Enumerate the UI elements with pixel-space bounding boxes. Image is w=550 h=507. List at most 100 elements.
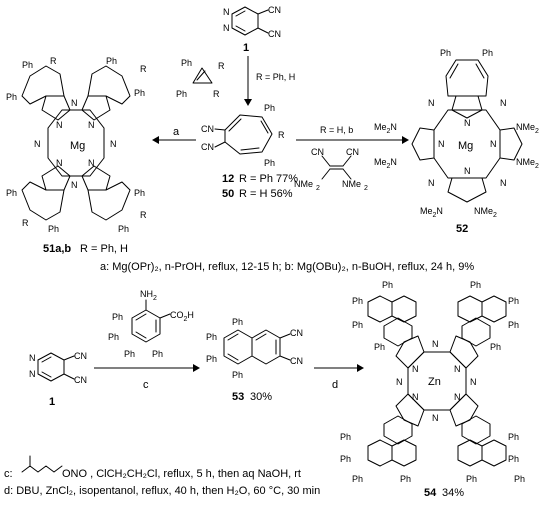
- ph-label: Ph: [206, 332, 217, 342]
- cyclopropene-reagent: Ph Ph R R: [176, 58, 225, 99]
- compound-label: 54: [424, 487, 437, 499]
- conditions-cd: c: ONO , ClCH₂CH₂Cl, reflux, 5 h, then a…: [4, 455, 320, 497]
- n-label: N: [490, 139, 497, 149]
- nme2-label: NMe2: [474, 206, 497, 219]
- n-label: N: [110, 139, 117, 149]
- ph-label: Ph: [152, 349, 163, 359]
- cn-label: CN: [74, 375, 87, 385]
- ph-label: Ph: [134, 188, 145, 198]
- arrow-condition: R = H, b: [320, 125, 353, 135]
- ph-label: Ph: [176, 89, 187, 99]
- ph-label: Ph: [374, 342, 385, 352]
- ph-label: Ph: [264, 158, 275, 168]
- n-label: N: [88, 158, 95, 168]
- ph-label: Ph: [232, 317, 243, 327]
- compound-label: 53: [232, 391, 244, 403]
- compound-53: CN CN Ph Ph Ph Ph 53 30%: [206, 317, 303, 403]
- r-label: R: [50, 56, 57, 66]
- nme2-label: NMe2: [516, 122, 539, 135]
- compound-label: 1: [49, 396, 55, 408]
- cn-label: CN: [201, 142, 214, 152]
- ph-label: Ph: [482, 48, 493, 58]
- ph-label: Ph: [206, 354, 217, 364]
- cn-label: CN: [290, 328, 303, 338]
- cn-label: CN: [201, 124, 214, 134]
- n-label: N: [464, 166, 471, 176]
- arrow-letter: a: [173, 126, 180, 138]
- arrow-d: d: [314, 364, 364, 391]
- r-label: R: [213, 89, 220, 99]
- ph-label: Ph: [108, 332, 119, 342]
- compound-12-50: CN CN Ph Ph R 12 R = Ph 77% 50 R = H 56%: [201, 103, 298, 200]
- nme2-label: Me2N: [374, 122, 397, 135]
- nme2-label: NMe: [342, 179, 361, 189]
- ph-label: Ph: [124, 349, 135, 359]
- n-label: N: [454, 392, 461, 402]
- n-label: N: [432, 339, 439, 349]
- ph-label: Ph: [6, 92, 17, 102]
- n-label: N: [428, 98, 435, 108]
- nme2-label: Me2N: [374, 157, 397, 170]
- compound-r-text: R = Ph 77%: [239, 173, 298, 185]
- arrow-down-top: R = Ph, H: [244, 56, 295, 106]
- ph-label: Ph: [22, 60, 33, 70]
- n-label: N: [396, 377, 403, 387]
- n-label: N: [500, 98, 507, 108]
- ph-label: Ph: [352, 296, 363, 306]
- aminoacid-reagent: NH2 CO2H Ph Ph Ph Ph: [108, 289, 194, 359]
- conditions-ab: a: Mg(OPr)₂, n-PrOH, reflux, 12-15 h; b:…: [100, 261, 474, 273]
- compound-1-top: N N CN CN 1: [223, 5, 281, 54]
- compound-51: Mg N N N N N N N N Ph Ph R Ph Ph R Ph R …: [6, 56, 147, 255]
- ph-label: Ph: [112, 312, 123, 322]
- condition-d-text: d: DBU, ZnCl₂, isopentanol, reflux, 40 h…: [4, 485, 320, 497]
- cn-label: CN: [268, 5, 281, 15]
- compound-yield: 30%: [250, 391, 272, 403]
- arrow-condition: R = Ph, H: [256, 72, 295, 82]
- r-label: R: [140, 210, 147, 220]
- ph-label: Ph: [181, 58, 192, 68]
- ph-label: Ph: [340, 454, 351, 464]
- metal-center: Mg: [70, 140, 85, 152]
- compound-label: 51a,b: [43, 243, 71, 255]
- n-label: N: [88, 120, 95, 130]
- ph-label: Ph: [352, 474, 363, 484]
- ph-label: Ph: [470, 280, 481, 290]
- diamine-reagent: CN CN NMe 2 NMe 2: [294, 147, 368, 192]
- arrow-c: c: [94, 364, 200, 391]
- ph-label: Ph: [508, 320, 519, 330]
- cn-label: CN: [311, 147, 324, 157]
- n-label: N: [432, 413, 439, 423]
- compound-52: Mg Ph Ph N N N N N N N N Me2N Me2N NMe2 …: [374, 48, 539, 235]
- ph-label: Ph: [134, 88, 145, 98]
- n-label: N: [464, 118, 471, 128]
- ph-label: Ph: [508, 296, 519, 306]
- n-label: N: [500, 178, 507, 188]
- n-label: N: [71, 98, 78, 108]
- condition-c-label: c:: [4, 468, 13, 480]
- ph-label: Ph: [106, 56, 117, 66]
- ph-label: Ph: [264, 103, 275, 113]
- r-label: R: [278, 130, 285, 140]
- metal-center: Zn: [428, 376, 441, 388]
- ph-label: Ph: [382, 280, 393, 290]
- compound-1-bottom: N N CN CN 1: [29, 351, 87, 408]
- ph-label: Ph: [508, 432, 519, 442]
- subscript: 2: [364, 185, 368, 192]
- ph-label: Ph: [118, 224, 129, 234]
- r-label: R: [22, 218, 29, 228]
- n-label: N: [412, 392, 419, 402]
- arrow-letter: c: [143, 379, 149, 391]
- n-label: N: [34, 139, 41, 149]
- ph-label: Ph: [352, 320, 363, 330]
- nme2-label: Me2N: [420, 206, 443, 219]
- compound-r-text: R = Ph, H: [80, 243, 128, 255]
- co2h-label: CO2H: [170, 310, 194, 323]
- n-label: N: [56, 158, 63, 168]
- r-label: R: [218, 61, 225, 71]
- ph-label: Ph: [232, 370, 243, 380]
- cn-label: CN: [268, 29, 281, 39]
- cn-label: CN: [290, 356, 303, 366]
- n-label: N: [29, 353, 36, 363]
- compound-54: Zn N N N N N N N N Ph Ph Ph Ph Ph: [340, 280, 525, 499]
